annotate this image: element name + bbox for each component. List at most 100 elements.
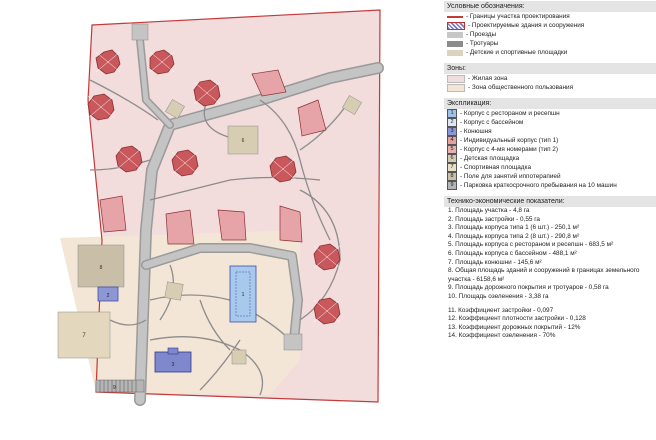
tep-item: 6. Площадь корпуса с бассейном - 488,1 м…: [448, 249, 577, 257]
explication-number: 7: [447, 163, 457, 172]
explication-number: 4: [447, 136, 457, 145]
tep-item: 13. Коэффициент дорожных покрытий - 12%: [448, 323, 581, 331]
zone-swatch: [447, 83, 465, 92]
tep-item: 1. Площадь участка - 4,8 га: [448, 207, 530, 214]
label-7: 7: [82, 333, 86, 339]
pool-building: [97, 286, 119, 302]
zone-row: - Жилая зона: [444, 74, 656, 83]
playground-2: [164, 281, 184, 301]
zone-label: - Зона общественного пользования: [468, 84, 574, 91]
building-b2: [297, 99, 327, 137]
parking-marks: [99, 380, 137, 392]
zone-swatch: [447, 74, 465, 83]
building-b6: [279, 205, 303, 243]
building-b5: [217, 209, 247, 241]
explication-row: 3- Конюшня: [444, 127, 656, 136]
building-b1: [251, 69, 287, 97]
building-b4: [165, 209, 195, 245]
symbol-label: - Границы участка проектирования: [466, 13, 570, 20]
sports-ground: [57, 311, 111, 359]
tep-item: 12. Коэффициент плотности застройки - 0,…: [448, 315, 586, 323]
symbol-swatch: [447, 40, 463, 47]
tep-item: 7. Площадь конюшни - 145,6 м²: [448, 258, 542, 266]
symbols-list: - Границы участка проектирования - Проект…: [444, 12, 656, 57]
section-explication-title: Экспликация:: [444, 98, 656, 109]
symbol-row: - Детские и спортивные площадки: [444, 48, 656, 57]
type2-buildings: [99, 69, 327, 245]
explication-label: - Парковка краткосрочного пребывания на …: [460, 182, 617, 189]
explication-label: - Конюшня: [460, 128, 492, 135]
horse-therapy-field: [77, 244, 125, 288]
playground-4: [165, 99, 185, 119]
label-6: 6: [242, 138, 245, 144]
section-zones-title: Зоны:: [444, 63, 656, 74]
symbol-label: - Тротуары: [466, 40, 499, 47]
gate-right: [283, 333, 303, 351]
symbol-swatch: [447, 49, 463, 56]
explication-label: - Поле для занятий иппотерапией: [460, 173, 561, 180]
explication-label: - Корпус с бассейном: [460, 119, 524, 126]
explication-number: 9: [447, 181, 457, 190]
symbol-row: - Проезды: [444, 30, 656, 39]
tep-item: 9. Площадь дорожного покрытия и тротуаро…: [448, 284, 609, 292]
symbol-row: - Тротуары: [444, 39, 656, 48]
roads: [134, 36, 384, 406]
symbol-swatch: [447, 15, 463, 18]
explication-row: 5- Корпус с 4-мя номерами (тип 2): [444, 145, 656, 154]
explication-row: 4- Индивидуальный корпус (тип 1): [444, 136, 656, 145]
explication-number: 6: [447, 154, 457, 163]
cottage-roof-lines: [87, 51, 341, 323]
symbol-row: - Проектируемые здания и сооружения: [444, 21, 656, 30]
symbol-label: - Проектируемые здания и сооружения: [468, 22, 585, 29]
tep-item: 5. Площадь корпуса с рестораном и ресепш…: [448, 241, 614, 249]
explication-label: - Корпус с 4-мя номерами (тип 2): [460, 146, 558, 153]
explication-number: 1: [447, 109, 457, 118]
explication-number: 5: [447, 145, 457, 154]
gate-top: [131, 23, 149, 41]
explication-row: 1- Корпус с рестораном и ресепшн: [444, 109, 656, 118]
explication-row: 7- Спортивная площадка: [444, 163, 656, 172]
label-2: 2: [107, 293, 110, 299]
tep-item: 4. Площадь корпуса типа 2 (8 шт.) - 290,…: [448, 232, 580, 240]
explication-label: - Детская площадка: [460, 155, 520, 162]
symbol-row: - Границы участка проектирования: [444, 12, 656, 21]
zone-row: - Зона общественного пользования: [444, 83, 656, 92]
section-symbols-title: Условные обозначения:: [444, 1, 656, 12]
explication-row: 6- Детская площадка: [444, 154, 656, 163]
section-tep-title: Технико-экономические показатели:: [444, 196, 656, 207]
explication-label: - Корпус с рестораном и ресепшн: [460, 110, 560, 117]
label-9: 9: [113, 385, 116, 391]
explication-row: 9- Парковка краткосрочного пребывания на…: [444, 181, 656, 190]
explication-number: 2: [447, 118, 457, 127]
symbol-swatch: [447, 31, 463, 38]
tep-item: 11. Коэффициент застройки - 0,097: [448, 306, 554, 314]
label-3: 3: [172, 362, 175, 368]
explication-row: 2- Корпус с бассейном: [444, 118, 656, 127]
symbol-swatch: [447, 21, 465, 30]
playground-1: [227, 125, 259, 155]
symbol-label: - Проезды: [466, 31, 497, 38]
explication-label: - Индивидуальный корпус (тип 1): [460, 137, 559, 144]
tep-item: 14. Коэффициент озеленения - 70%: [448, 332, 556, 340]
explication-number: 3: [447, 127, 457, 136]
zone-label: - Жилая зона: [468, 75, 508, 82]
grounds: 8 7 6 9: [57, 23, 362, 393]
restaurant-building: [229, 265, 257, 323]
symbol-label: - Детские и спортивные площадки: [466, 49, 568, 56]
zones-list: - Жилая зона - Зона общественного пользов…: [444, 74, 656, 92]
tep-item: 2. Площадь застройки - 0,55 га: [448, 215, 540, 223]
explication-number: 8: [447, 172, 457, 181]
playground-3: [231, 349, 247, 365]
label-1: 1: [242, 292, 245, 298]
tep-item: 8. Общая площадь зданий и сооружений в г…: [448, 267, 640, 283]
label-8: 8: [100, 265, 103, 271]
public-buildings: 1 2 3: [97, 265, 257, 373]
building-b3: [99, 195, 127, 233]
tep-item: 3. Площадь корпуса типа 1 (6 шт.) - 250,…: [448, 224, 580, 232]
explication-row: 8- Поле для занятий иппотерапией: [444, 172, 656, 181]
site-plan-map: 8 7 6 9 1 2 3: [57, 9, 384, 406]
playground-5: [342, 95, 362, 115]
